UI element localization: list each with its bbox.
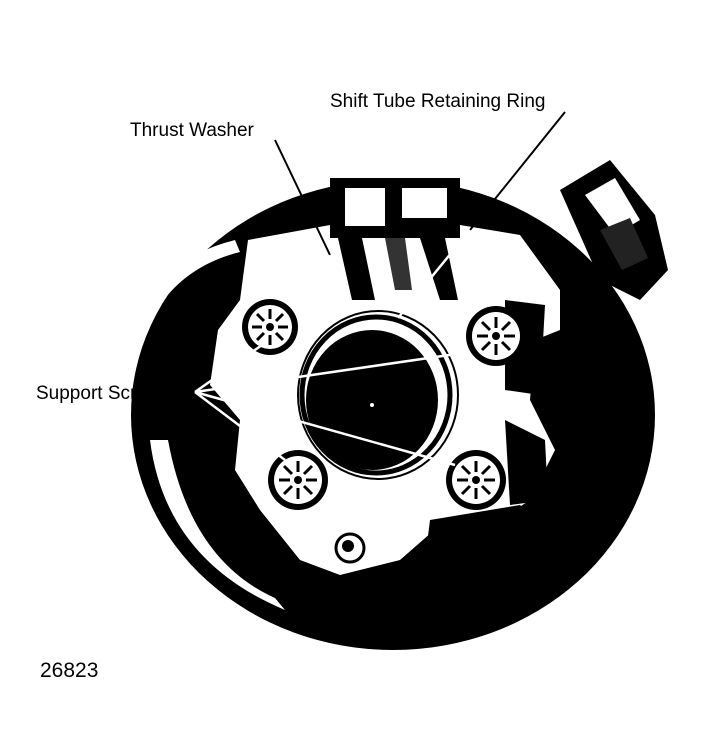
leader-retaining-ring-lower (397, 229, 471, 319)
support-screw-top-left (242, 299, 298, 355)
label-support-screws: Support Screws (36, 383, 170, 404)
support-screw-top-right (466, 306, 526, 366)
label-shift-tube-retaining-ring: Shift Tube Retaining Ring (330, 91, 545, 112)
leader-screw-bl (194, 391, 286, 461)
figure-number: 26823 (40, 659, 98, 682)
leader-screw-tl (194, 343, 263, 394)
leader-screw-br (194, 390, 456, 467)
retaining-ring (299, 314, 453, 476)
leader-thrust-washer-upper (274, 139, 331, 256)
housing-rim-highlight (150, 440, 285, 610)
shift-tube-bore (306, 330, 438, 470)
label-thrust-washer: Thrust Washer (130, 120, 255, 141)
support-screw-bottom-right (446, 450, 506, 510)
support-screw-bottom-left (268, 450, 328, 510)
leader-thrust-washer-lower (328, 254, 352, 306)
leader-screw-tr (194, 350, 471, 394)
leader-retaining-ring-upper (469, 111, 566, 231)
